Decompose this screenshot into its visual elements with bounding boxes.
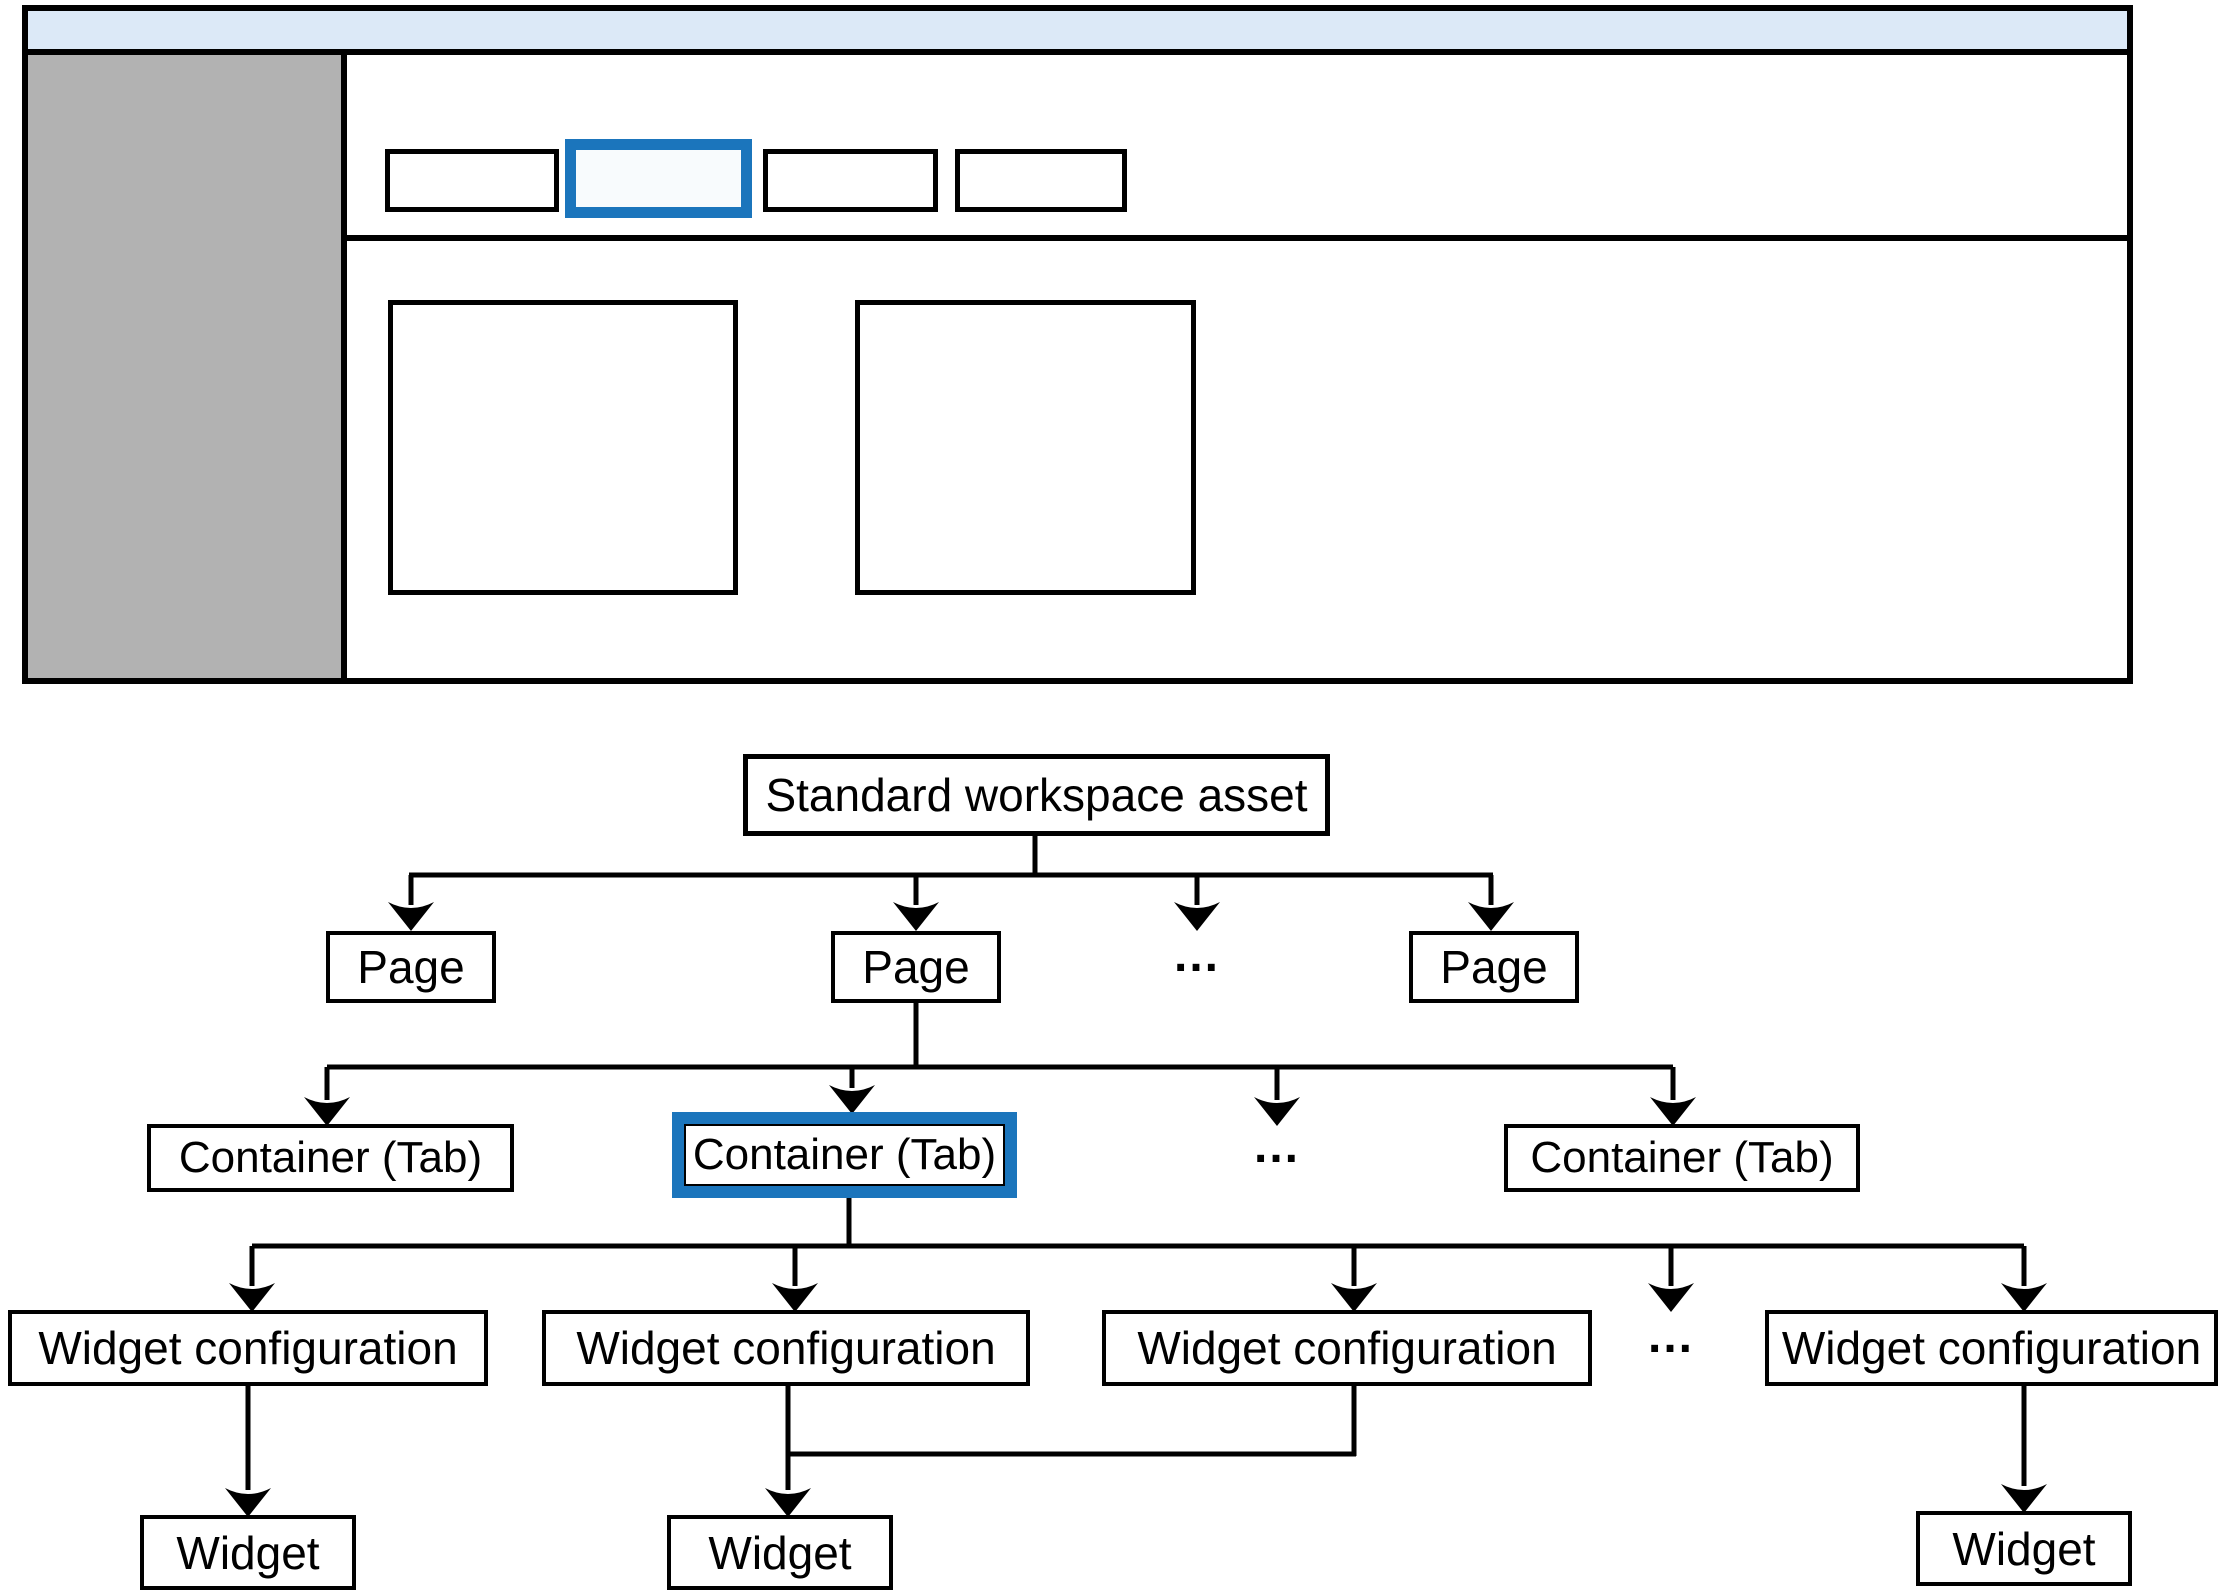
wireframe-content-box-2 <box>855 300 1196 595</box>
arrowhead <box>388 902 434 931</box>
node-widget-2: Widget <box>667 1515 893 1590</box>
node-container-tab-2-highlighted: Container (Tab) <box>672 1112 1017 1198</box>
ellipsis-text: ... <box>1173 928 1220 982</box>
arrowhead <box>225 1488 271 1517</box>
node-widget-3: Widget <box>1916 1511 2132 1586</box>
ellipsis-containers: ... <box>1227 1120 1327 1188</box>
arrowhead <box>772 1283 818 1312</box>
node-container-tab-1: Container (Tab) <box>147 1124 514 1192</box>
wireframe-tab-1 <box>385 149 559 212</box>
node-container-tab-3: Container (Tab) <box>1504 1124 1860 1192</box>
node-widget-configuration-4: Widget configuration <box>1765 1310 2218 1386</box>
wireframe-tabs-divider <box>347 235 2127 241</box>
connectors-root-to-pages <box>388 836 1514 931</box>
node-widget-configuration-1: Widget configuration <box>8 1310 488 1386</box>
wireframe-content-box-1 <box>388 300 738 595</box>
wireframe-tab-4 <box>955 149 1127 212</box>
ellipsis-text: ... <box>1647 1309 1694 1363</box>
node-standard-workspace-asset: Standard workspace asset <box>743 754 1330 836</box>
connectors-page-to-containers <box>304 1003 1696 1126</box>
wireframe-header-bar <box>28 11 2127 55</box>
ellipsis-text: ... <box>1253 1119 1300 1173</box>
arrowhead <box>1468 902 1514 931</box>
arrowhead <box>829 1085 875 1114</box>
wireframe-window <box>22 5 2133 684</box>
connectors-widget-configs-to-widgets <box>225 1386 2047 1517</box>
arrowhead <box>1331 1283 1377 1312</box>
node-widget-configuration-2: Widget configuration <box>542 1310 1030 1386</box>
ellipsis-widget-configs: ... <box>1621 1310 1721 1378</box>
ellipsis-pages: ... <box>1147 929 1247 997</box>
node-widget-configuration-3: Widget configuration <box>1102 1310 1592 1386</box>
arrowhead <box>1650 1097 1696 1126</box>
wireframe-sidebar <box>28 55 347 678</box>
arrowhead <box>229 1283 275 1312</box>
arrowhead <box>893 902 939 931</box>
wireframe-tab-3 <box>763 149 938 212</box>
arrowhead <box>304 1097 350 1126</box>
node-page-2: Page <box>831 931 1001 1003</box>
connectors-container-to-widget-configs <box>229 1196 2047 1312</box>
arrowhead <box>2001 1484 2047 1513</box>
arrowhead <box>2001 1283 2047 1312</box>
wireframe-tab-2-active <box>565 139 752 218</box>
node-widget-1: Widget <box>140 1515 356 1590</box>
arrowhead <box>765 1488 811 1517</box>
node-page-3: Page <box>1409 931 1579 1003</box>
node-page-1: Page <box>326 931 496 1003</box>
